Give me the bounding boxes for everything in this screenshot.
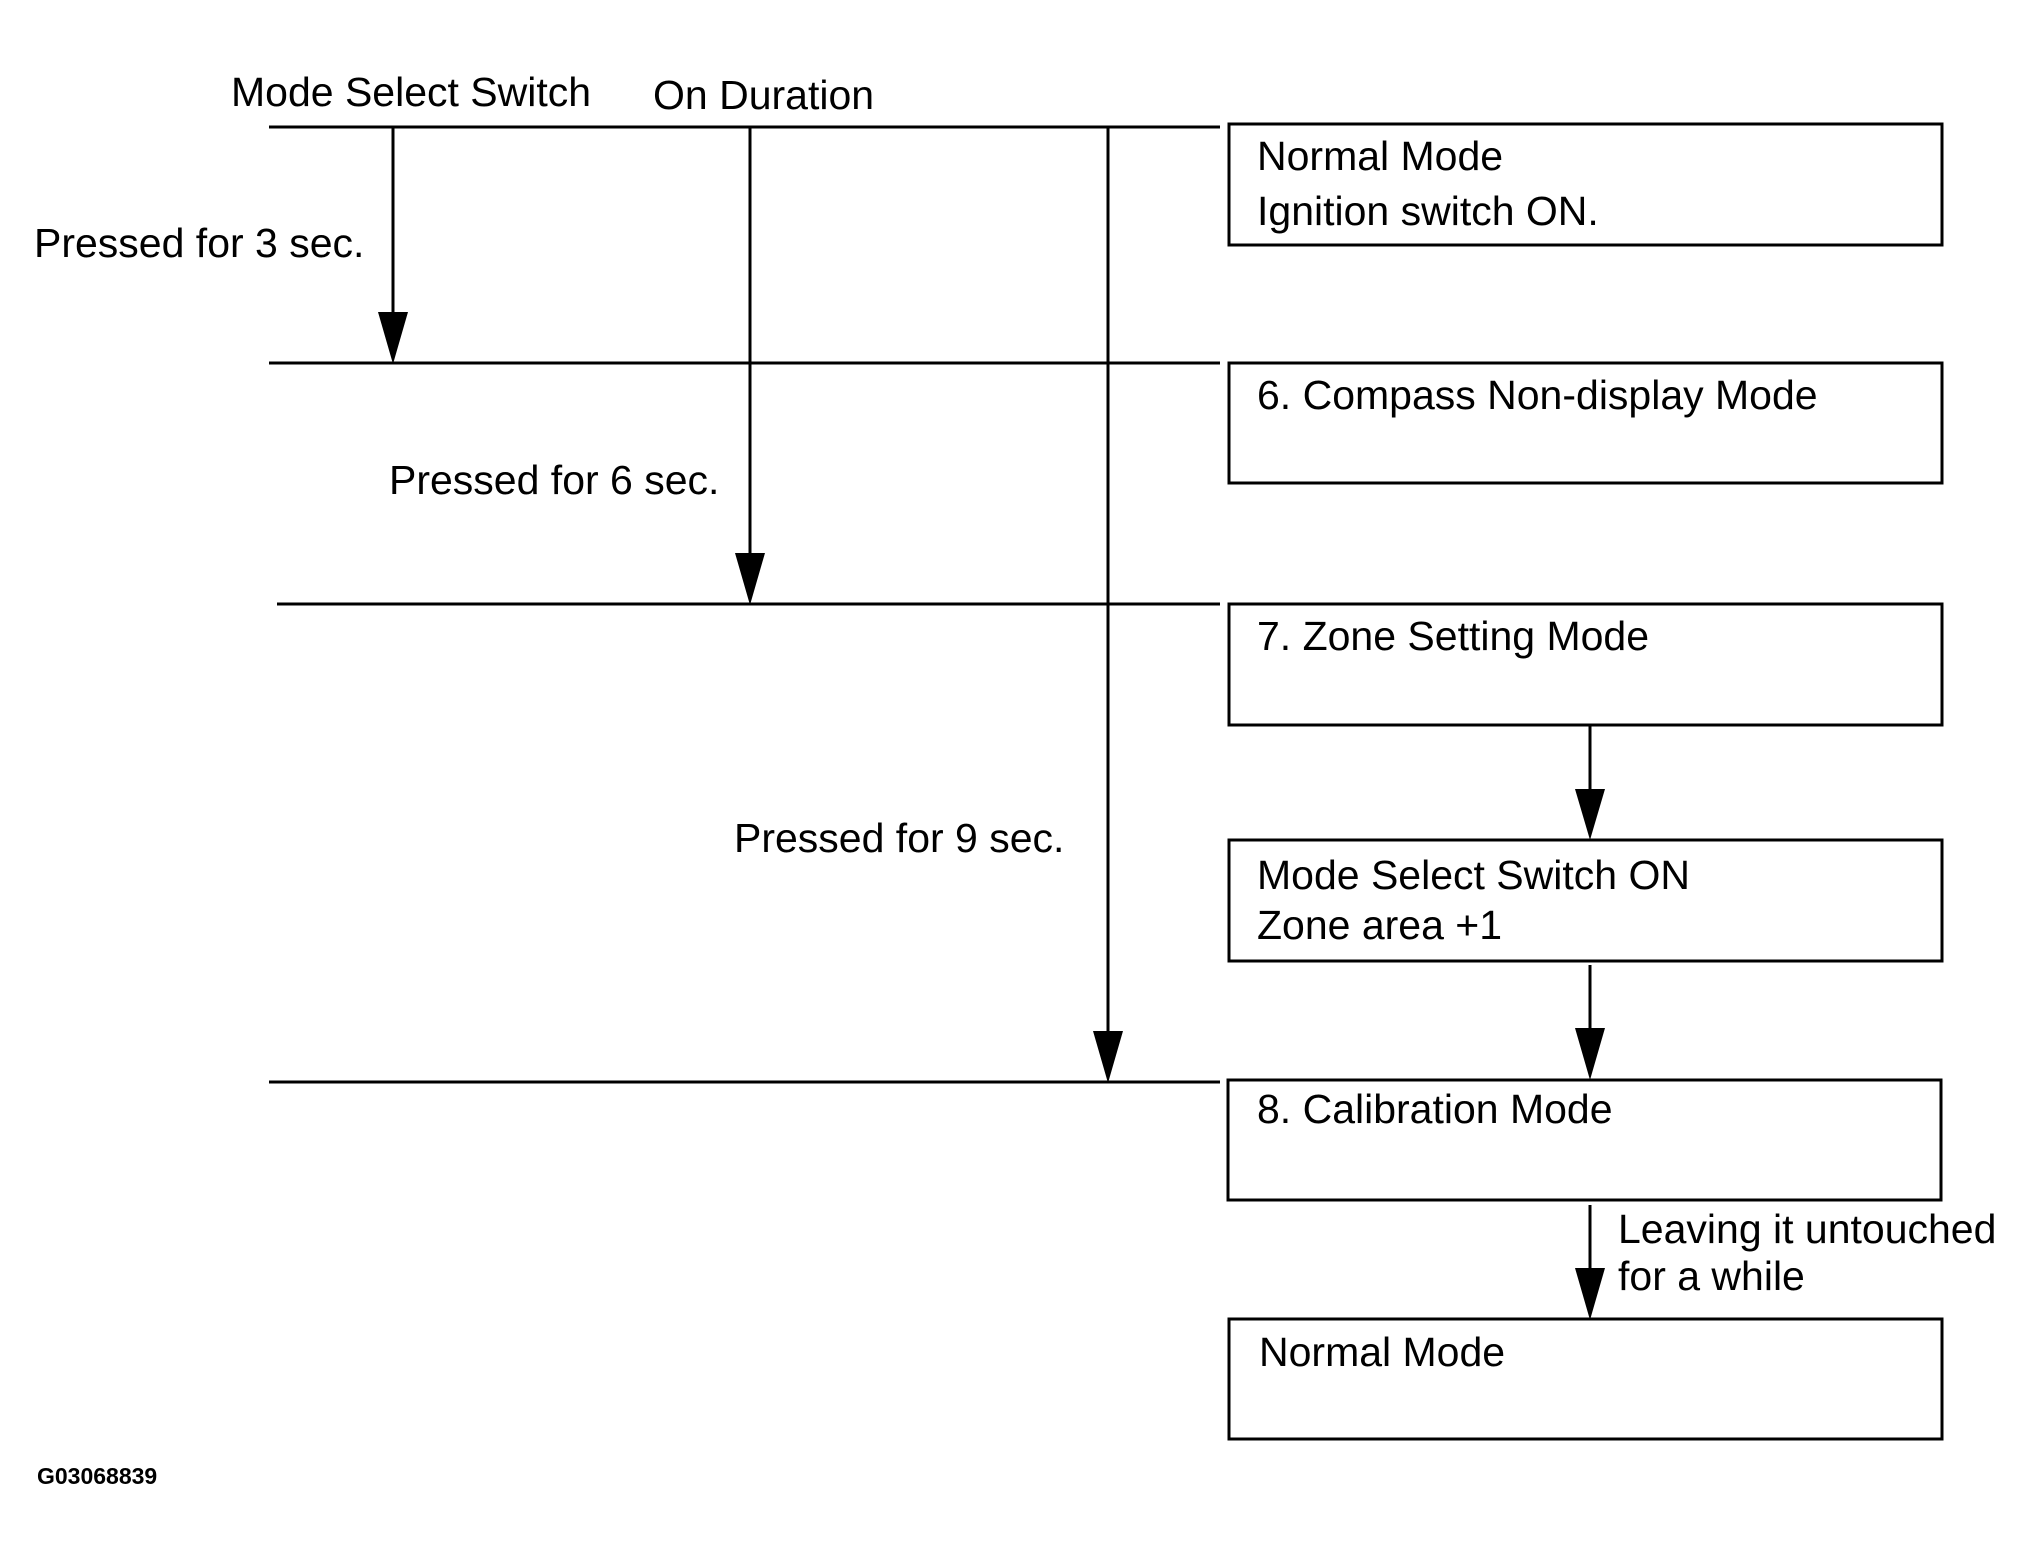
box-compass-title: 6. Compass Non-display Mode: [1257, 372, 1818, 418]
label-leaving-untouched-line1: Leaving it untouched: [1618, 1206, 1996, 1252]
label-pressed-6: Pressed for 6 sec.: [389, 457, 719, 503]
arrow-zone-to-switch-on: [1575, 725, 1605, 840]
arrow-pressed-9: [1093, 127, 1123, 1083]
label-leaving-untouched-line2: for a while: [1618, 1253, 1805, 1299]
box-calibration-mode: 8. Calibration Mode: [1226, 1078, 1943, 1202]
box-zone-setting-title: 7. Zone Setting Mode: [1257, 613, 1649, 659]
label-pressed-3: Pressed for 3 sec.: [34, 220, 364, 266]
box-normal-mode-title: Normal Mode: [1257, 133, 1503, 179]
arrow-pressed-6: [735, 127, 765, 605]
header-mode-select-switch: Mode Select Switch: [231, 69, 591, 115]
box-switch-on-title: Mode Select Switch ON: [1257, 852, 1690, 898]
box-zone-setting-mode: 7. Zone Setting Mode: [1227, 602, 1944, 727]
box-normal-mode-subtitle: Ignition switch ON.: [1257, 188, 1599, 234]
box-normal-mode-end-title: Normal Mode: [1259, 1329, 1505, 1375]
box-calibration-title: 8. Calibration Mode: [1257, 1086, 1613, 1132]
label-pressed-9: Pressed for 9 sec.: [734, 815, 1064, 861]
box-compass-non-display-mode: 6. Compass Non-display Mode: [1227, 361, 1944, 485]
figure-id: G03068839: [37, 1463, 157, 1489]
arrow-calibration-to-normal: [1575, 1205, 1605, 1320]
arrow-pressed-3: [378, 127, 408, 364]
header-on-duration: On Duration: [653, 72, 874, 118]
box-normal-mode: Normal Mode Ignition switch ON.: [1227, 122, 1944, 247]
arrow-switch-on-to-calibration: [1575, 965, 1605, 1080]
box-normal-mode-end: Normal Mode: [1227, 1317, 1944, 1441]
box-mode-select-switch-on: Mode Select Switch ON Zone area +1: [1227, 838, 1944, 963]
box-switch-on-subtitle: Zone area +1: [1257, 902, 1502, 948]
